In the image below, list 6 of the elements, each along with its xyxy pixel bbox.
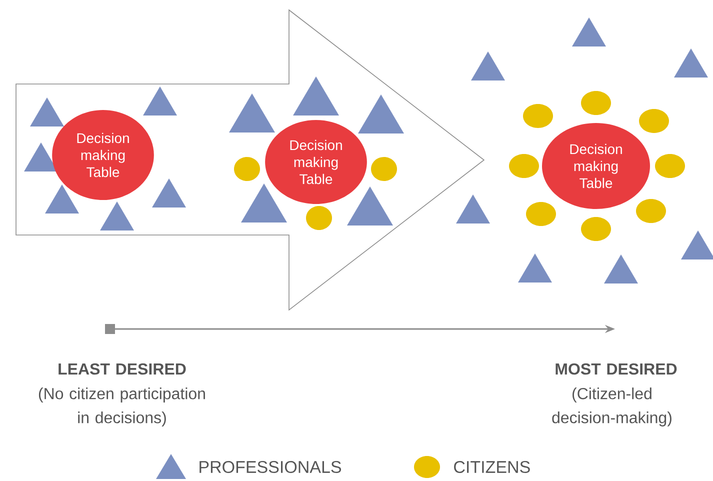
- scale-end-label: LEAST DESIRED: [58, 363, 186, 375]
- scale-end-note: (Citizen-led decision-making): [552, 388, 672, 426]
- scale-end-label: MOST DESIRED: [556, 363, 677, 375]
- legend-label: CITIZENS: [454, 460, 530, 474]
- scale-end-note: (No citizen participation in decisions): [38, 388, 205, 426]
- legend-label: PROFESSIONALS: [200, 460, 342, 474]
